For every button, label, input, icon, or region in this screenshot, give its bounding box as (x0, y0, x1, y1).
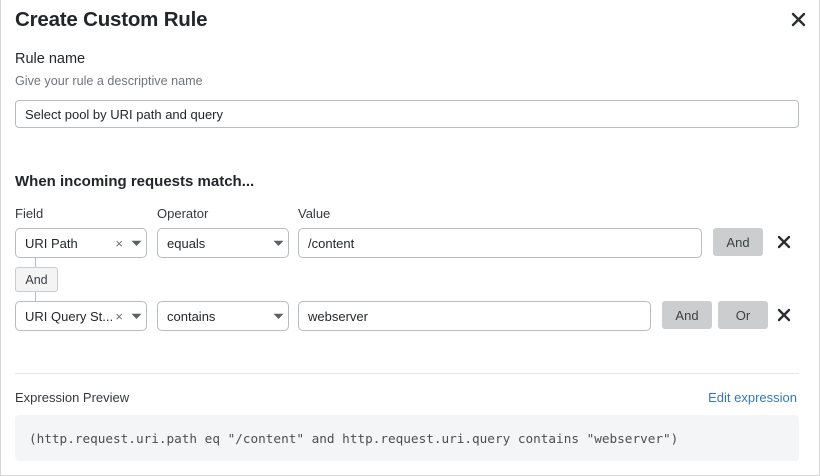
section-divider (15, 373, 799, 374)
column-header-operator: Operator (157, 206, 209, 221)
chevron-down-icon[interactable] (268, 240, 288, 247)
edit-expression-link[interactable]: Edit expression (708, 390, 797, 405)
delete-condition-button-1[interactable] (773, 230, 795, 254)
field-select-1[interactable]: URI Path × (15, 228, 147, 258)
rule-name-help-text: Give your rule a descriptive name (15, 74, 203, 88)
delete-condition-button-2[interactable] (773, 303, 795, 327)
column-header-value: Value (298, 206, 331, 221)
expression-preview-text: (http.request.uri.path eq "/content" and… (29, 430, 679, 446)
page-title: Create Custom Rule (15, 8, 208, 31)
field-select-1-value: URI Path (25, 235, 78, 251)
expression-preview-box: (http.request.uri.path eq "/content" and… (15, 415, 799, 461)
clear-icon[interactable]: × (115, 308, 123, 324)
rule-name-label: Rule name (15, 51, 86, 67)
operator-select-2-value: contains (167, 308, 216, 324)
connector-and-chip[interactable]: And (15, 267, 58, 292)
operator-select-2[interactable]: contains (157, 301, 289, 331)
expression-preview-label: Expression Preview (15, 390, 130, 405)
rule-name-input[interactable] (15, 100, 799, 128)
or-button-2[interactable]: Or (718, 301, 768, 329)
and-button-2[interactable]: And (662, 301, 712, 329)
field-select-2[interactable]: URI Query St... × (15, 301, 147, 331)
chevron-down-icon[interactable] (126, 240, 146, 247)
chevron-down-icon[interactable] (268, 313, 288, 320)
close-icon[interactable] (785, 6, 811, 32)
operator-select-1-value: equals (167, 235, 206, 251)
chevron-down-icon[interactable] (126, 313, 146, 320)
field-select-2-value: URI Query St... (25, 308, 113, 324)
clear-icon[interactable]: × (115, 235, 123, 251)
connector-line-bottom (35, 292, 36, 302)
and-button-1[interactable]: And (713, 228, 763, 256)
connector-line-top (35, 258, 36, 268)
match-section-heading: When incoming requests match... (15, 173, 255, 190)
operator-select-1[interactable]: equals (157, 228, 289, 258)
column-header-field: Field (15, 206, 44, 221)
value-input-2[interactable] (298, 301, 651, 331)
value-input-1[interactable] (298, 228, 702, 258)
